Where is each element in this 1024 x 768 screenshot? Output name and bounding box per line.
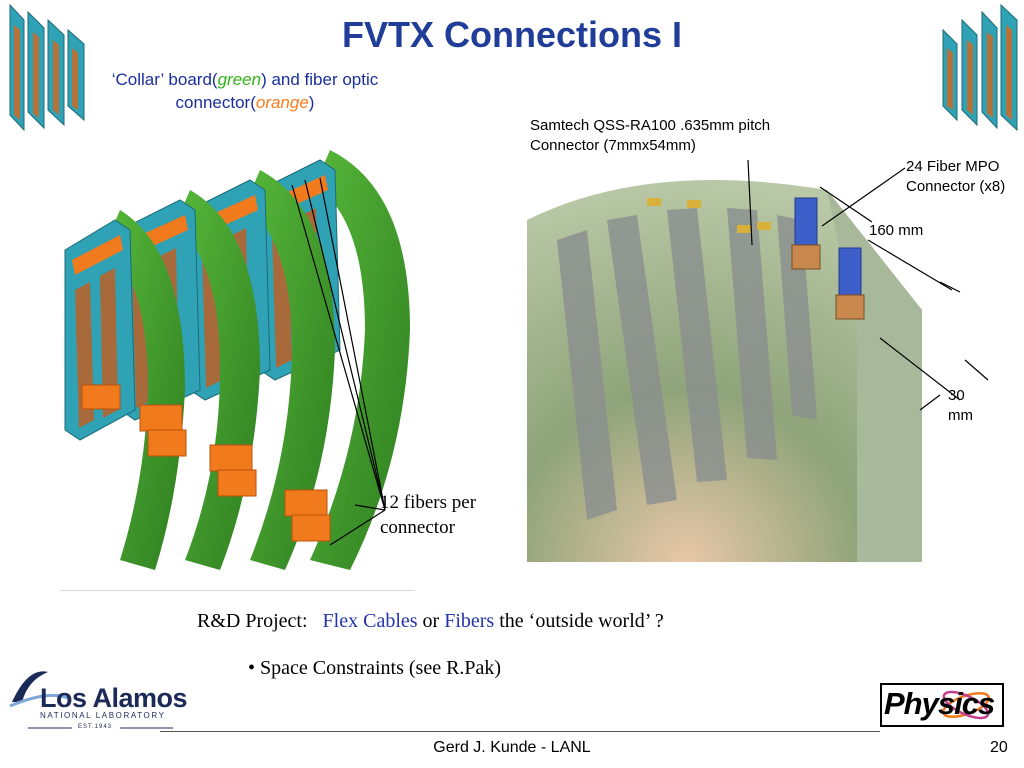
- separator-line: [60, 590, 415, 591]
- physics-logo: [880, 683, 1004, 727]
- annotation-lines: [291, 177, 386, 546]
- fibers-label-line: connector: [380, 517, 455, 538]
- los-alamos-est: EST.1943: [78, 724, 113, 730]
- rnd-prefix: R&D Project:: [197, 610, 308, 632]
- bullet-space-constraints: • Space Constraints (see R.Pak): [248, 657, 502, 679]
- corner-wedge-image-right: [942, 3, 1018, 132]
- rnd-suffix: the ‘outside world’ ?: [499, 610, 664, 632]
- footer-author: Gerd J. Kunde - LANL: [433, 739, 591, 756]
- collar-caption-green: green: [217, 70, 262, 89]
- samtech-connectors: [647, 198, 771, 233]
- rnd-fibers: Fibers: [444, 610, 495, 632]
- wedge-stack: [9, 3, 85, 132]
- rnd-or: or: [422, 610, 440, 632]
- wedge-stack: [942, 3, 1018, 132]
- footer-rule: [160, 731, 880, 732]
- corner-wedge-image-left: [9, 3, 85, 132]
- collar-caption: ‘Collar’ board(green) and fiber optic co…: [60, 68, 430, 114]
- collar-caption-orange: orange: [255, 93, 309, 112]
- collar-caption-text: ): [308, 93, 315, 112]
- rnd-flex-cables: Flex Cables: [322, 610, 418, 632]
- physics-logo-text: Physics: [884, 686, 995, 721]
- collar-caption-text: connector(: [175, 93, 256, 112]
- samtech-label-line: Samtech QSS-RA100 .635mm pitch: [530, 117, 771, 134]
- rnd-project-line: R&D Project: Flex Cables or Fibers the ‘…: [197, 610, 664, 633]
- los-alamos-subtitle: NATIONAL LABORATORY: [40, 711, 166, 720]
- mpo-label-line: 24 Fiber MPO: [906, 158, 1000, 175]
- dimension-30mm-line: mm: [948, 407, 973, 424]
- page-number: 20: [990, 739, 1008, 756]
- mpo-label: 24 Fiber MPO Connector (x8): [906, 157, 1005, 197]
- samtech-label: Samtech QSS-RA100 .635mm pitch Connector…: [530, 116, 770, 156]
- dimension-160mm-label: 160 mm: [869, 222, 924, 239]
- fibers-per-connector-label: 12 fibers per connector: [380, 490, 476, 540]
- collar-board-rendering: [64, 150, 410, 570]
- detector-cutaway-rendering: [527, 180, 922, 562]
- fiber-connector: [81, 384, 331, 542]
- mpo-connector: [791, 197, 865, 320]
- sensor-fins: [557, 208, 817, 520]
- mpo-label-line: Connector (x8): [906, 178, 1006, 195]
- los-alamos-logo: [9, 671, 173, 729]
- collar-caption-text: ‘Collar’ board(: [111, 70, 218, 89]
- atom-orbit-icon: [941, 690, 991, 720]
- samtech-label-line: Connector (7mmx54mm): [530, 137, 696, 154]
- los-alamos-name: Los Alamos: [40, 683, 188, 713]
- slide-title: FVTX Connections I: [341, 14, 682, 55]
- collar-caption-text: ) and fiber optic: [261, 70, 379, 89]
- dimension-30mm-label: 30 mm: [948, 386, 973, 426]
- fibers-label-line: 12 fibers per: [380, 492, 477, 513]
- dimension-30mm-line: 30: [948, 387, 965, 404]
